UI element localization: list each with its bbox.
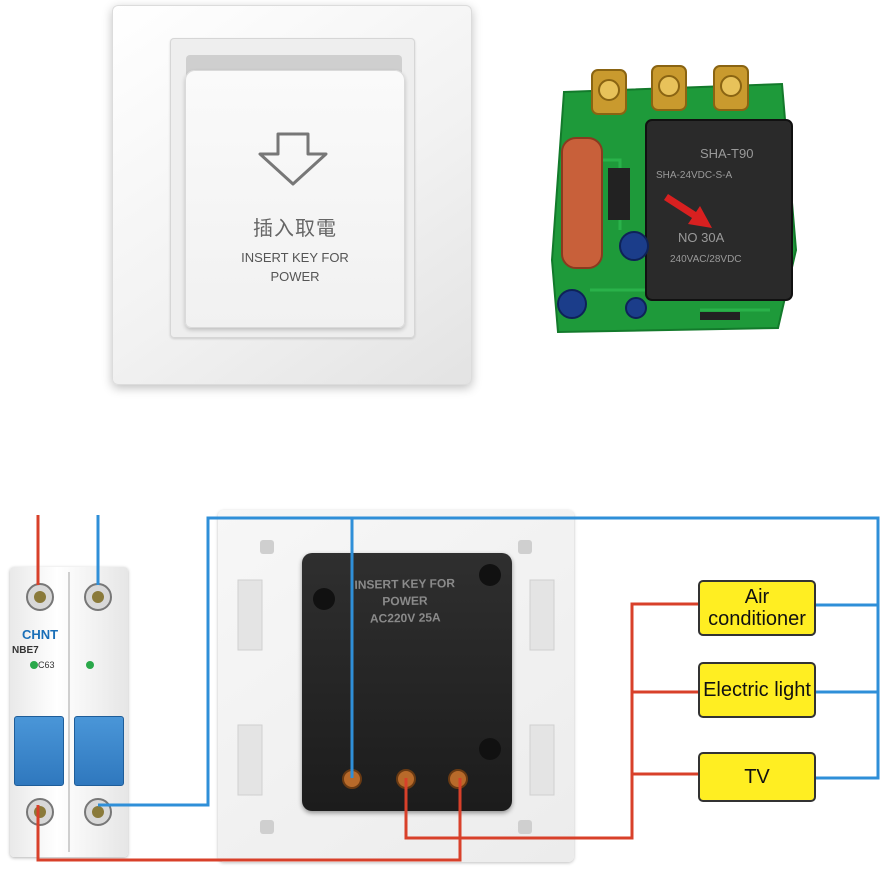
load-air-conditioner: Air conditioner — [698, 580, 816, 636]
key-switch-module — [302, 553, 512, 811]
module-details — [313, 564, 501, 789]
relay-voltage-text: 240VAC/28VDC — [670, 254, 742, 265]
varistor — [561, 137, 603, 269]
breaker-rating: C63 — [38, 660, 55, 670]
breaker-model: NBE7 — [12, 645, 39, 656]
insert-key-label-line1: INSERT KEY FOR — [241, 250, 349, 265]
insert-key-label-chinese: 插入取電 — [253, 218, 337, 240]
capacitor-1 — [619, 231, 649, 261]
down-arrow-icon — [258, 132, 328, 186]
live-wire — [36, 515, 698, 862]
relay-coil-text: SHA-24VDC-S-A — [656, 170, 732, 181]
capacitor-2 — [557, 289, 587, 319]
load-electric-light: Electric light — [698, 662, 816, 718]
key-card-cover — [185, 70, 405, 328]
screw-terminal-3 — [713, 65, 749, 111]
screw-terminal-2 — [651, 65, 687, 111]
relay-pcb-board: SHA-T90 SHA-24VDC-S-A NO 30A 240VAC/28VD… — [550, 65, 798, 334]
neutral-wire — [96, 515, 880, 807]
component-diode — [700, 312, 740, 320]
switch-base-holes — [237, 540, 555, 834]
component-chip — [608, 168, 630, 220]
insert-key-label-line2: POWER — [270, 269, 320, 284]
red-arrow-icon — [664, 194, 712, 228]
relay-contact-text: NO 30A — [678, 230, 725, 245]
capacitor-3 — [625, 297, 647, 319]
insert-key-label-english: INSERT KEY FOR POWER — [185, 248, 405, 286]
breaker-details — [26, 572, 112, 852]
relay-body — [645, 119, 793, 301]
module-terminal-live-in — [448, 769, 468, 789]
breaker-handle-right — [74, 716, 124, 786]
breaker-handle-left — [14, 716, 64, 786]
relay-model-text: SHA-T90 — [700, 146, 753, 161]
load-tv: TV — [698, 752, 816, 802]
breaker-brand: CHNT — [21, 627, 59, 642]
screw-terminal-1 — [591, 69, 627, 115]
